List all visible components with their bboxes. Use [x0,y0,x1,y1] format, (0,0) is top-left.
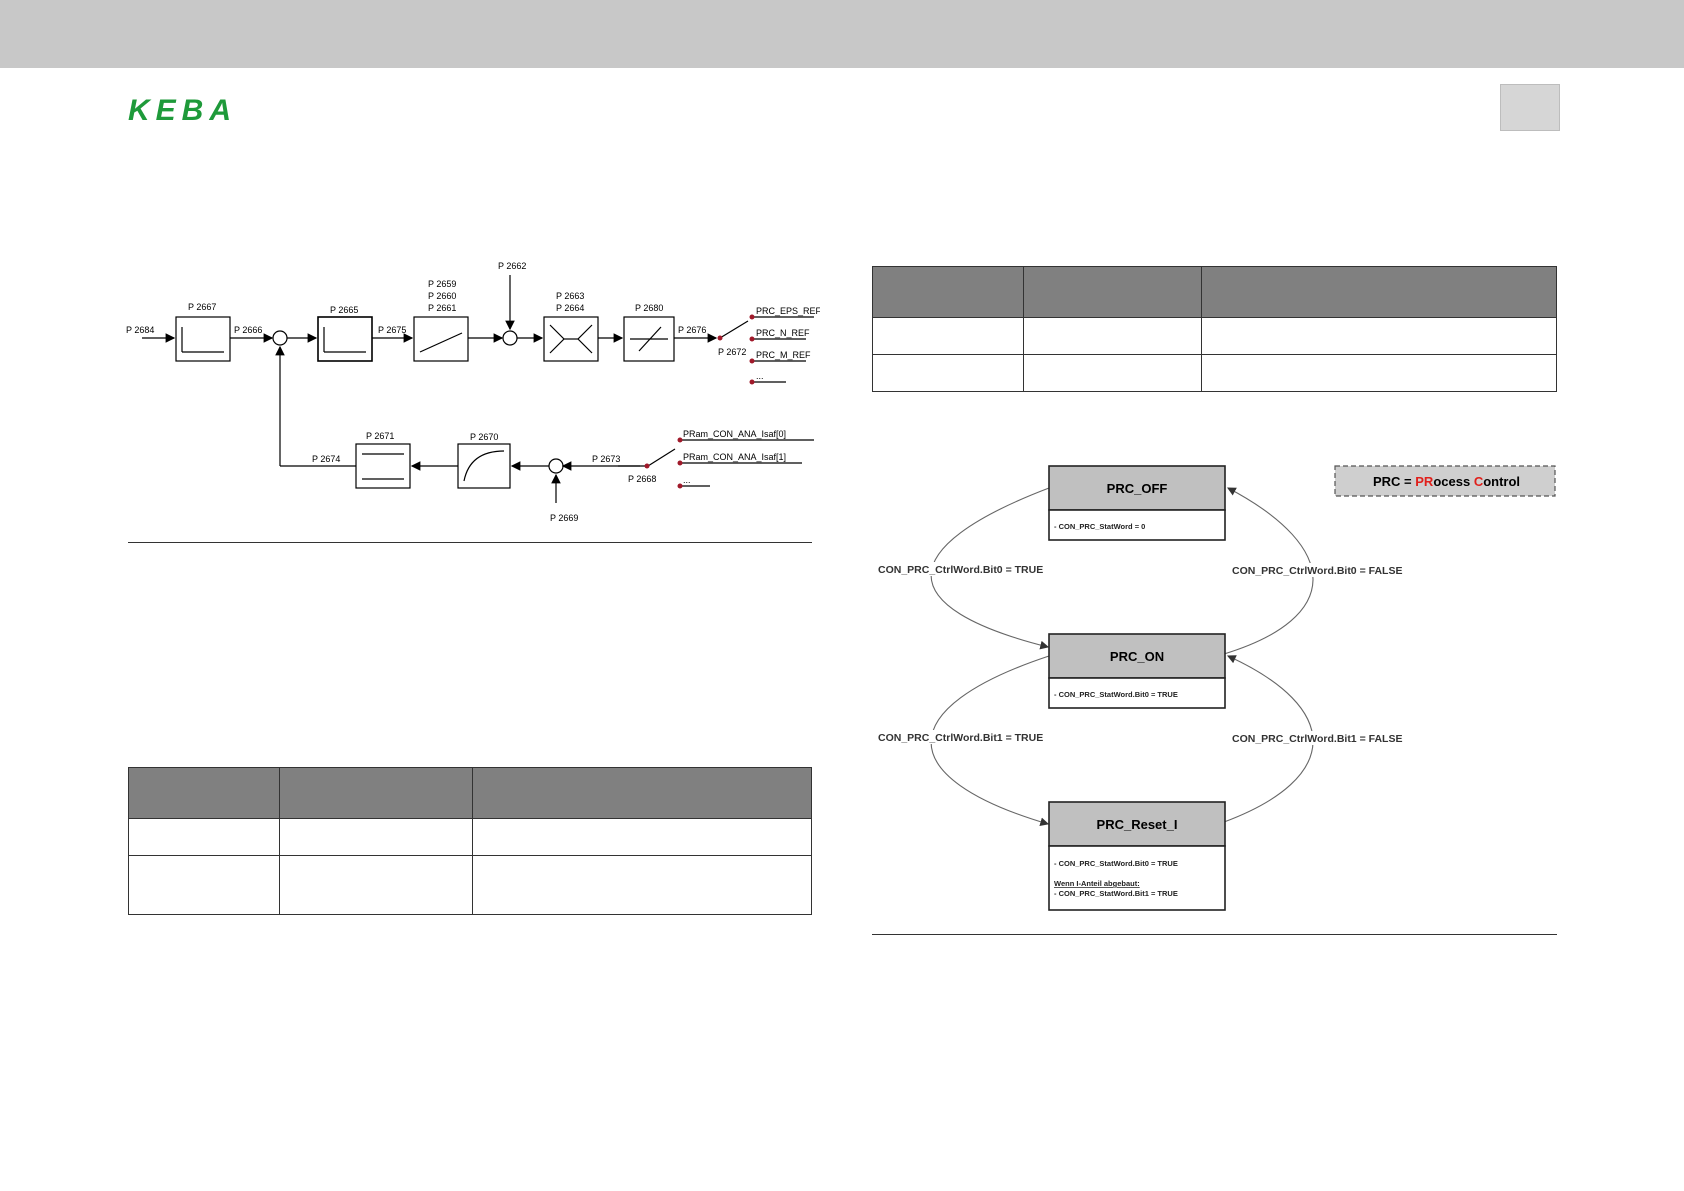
table-header-cell [1201,266,1557,318]
svg-text:...: ... [683,475,691,485]
svg-text:P 2668: P 2668 [628,474,656,484]
state-prc-on: PRC_ON - CON_PRC_StatWord.Bit0 = TRUE [1048,633,1226,709]
page-number-box [1500,84,1560,131]
table-cell [128,818,280,856]
table-cell [872,317,1024,355]
svg-text:P 2670: P 2670 [470,432,498,442]
svg-text:P 2665: P 2665 [330,305,358,315]
table-cell [1023,317,1202,355]
svg-text:P 2666: P 2666 [234,325,262,335]
svg-text:- CON_PRC_StatWord.Bit1 = TRUE: - CON_PRC_StatWord.Bit1 = TRUE [1054,889,1178,898]
svg-text:PRC_N_REF: PRC_N_REF [756,328,810,338]
svg-text:PRC_OFF: PRC_OFF [1107,481,1168,496]
svg-text:- CON_PRC_StatWord.Bit0 = TRUE: - CON_PRC_StatWord.Bit0 = TRUE [1054,690,1178,699]
process-control-block-diagram: P 2684 P 2667 P 2666 P 2665 P 2675 P 265… [126,261,820,523]
table-header-cell [128,767,280,819]
table-cell [279,818,473,856]
svg-text:P 2660: P 2660 [428,291,456,301]
table-cell [1201,317,1557,355]
top-header-bar [0,0,1684,68]
table-row [128,818,812,856]
parameter-table-left [128,767,812,915]
svg-text:PRC = PRocess Control: PRC = PRocess Control [1373,474,1520,489]
svg-text:Wenn I-Anteil abgebaut:: Wenn I-Anteil abgebaut: [1054,879,1140,888]
parameter-table-right [872,266,1557,392]
svg-text:P 2671: P 2671 [366,431,394,441]
table-cell [872,354,1024,392]
svg-text:P 2675: P 2675 [378,325,406,335]
table-cell [1023,354,1202,392]
figure-divider-right [872,934,1557,935]
table-cell [472,818,812,856]
svg-text:...: ... [756,371,764,381]
keba-logo: KEBA [128,96,237,124]
svg-text:P 2672: P 2672 [718,347,746,357]
svg-text:PRC_Reset_I: PRC_Reset_I [1097,817,1178,832]
state-prc-off: PRC_OFF - CON_PRC_StatWord = 0 [1048,465,1226,541]
table-row [872,317,1557,355]
table-row [872,354,1557,392]
table-row [128,855,812,915]
switch-contacts [644,314,755,489]
table-cell [1201,354,1557,392]
svg-text:P 2667: P 2667 [188,302,216,312]
svg-text:P 2674: P 2674 [312,454,340,464]
transition-reset-to-on: CON_PRC_CtrlWord.Bit1 = FALSE [1232,733,1402,745]
state-prc-reset: PRC_Reset_I - CON_PRC_StatWord.Bit0 = TR… [1048,801,1226,911]
table-cell [279,855,473,915]
svg-text:P 2661: P 2661 [428,303,456,313]
svg-text:P 2662: P 2662 [498,261,526,271]
svg-text:PRam_CON_ANA_Isaf[0]: PRam_CON_ANA_Isaf[0] [683,429,786,439]
svg-text:P 2663: P 2663 [556,291,584,301]
table-header-row [128,767,812,819]
figure-divider-left [128,542,812,543]
svg-text:P 2680: P 2680 [635,303,663,313]
svg-text:PRC_ON: PRC_ON [1110,649,1164,664]
table-header-row [872,266,1557,318]
table-header-cell [279,767,473,819]
table-header-cell [472,767,812,819]
table-cell [128,855,280,915]
svg-text:P 2659: P 2659 [428,279,456,289]
table-header-cell [1023,266,1202,318]
svg-text:- CON_PRC_StatWord.Bit0 = TRUE: - CON_PRC_StatWord.Bit0 = TRUE [1054,859,1178,868]
svg-text:KEBA: KEBA [128,96,237,124]
process-control-state-diagram: PRC = PRocess Control CON_PRC_CtrlWord.B… [878,465,1556,911]
svg-text:P 2684: P 2684 [126,325,154,335]
svg-text:PRC_M_REF: PRC_M_REF [756,350,811,360]
svg-text:- CON_PRC_StatWord = 0: - CON_PRC_StatWord = 0 [1054,522,1145,531]
svg-text:PRam_CON_ANA_Isaf[1]: PRam_CON_ANA_Isaf[1] [683,452,786,462]
transition-on-to-off: CON_PRC_CtrlWord.Bit0 = FALSE [1232,565,1402,577]
legend-box: PRC = PRocess Control [1334,465,1556,497]
svg-text:PRC_EPS_REF: PRC_EPS_REF [756,306,820,316]
table-cell [472,855,812,915]
table-header-cell [872,266,1024,318]
svg-text:P 2669: P 2669 [550,513,578,523]
transition-on-to-reset: CON_PRC_CtrlWord.Bit1 = TRUE [878,732,1043,744]
svg-text:P 2664: P 2664 [556,303,584,313]
svg-text:P 2676: P 2676 [678,325,706,335]
svg-text:P 2673: P 2673 [592,454,620,464]
transition-off-to-on: CON_PRC_CtrlWord.Bit0 = TRUE [878,564,1043,576]
